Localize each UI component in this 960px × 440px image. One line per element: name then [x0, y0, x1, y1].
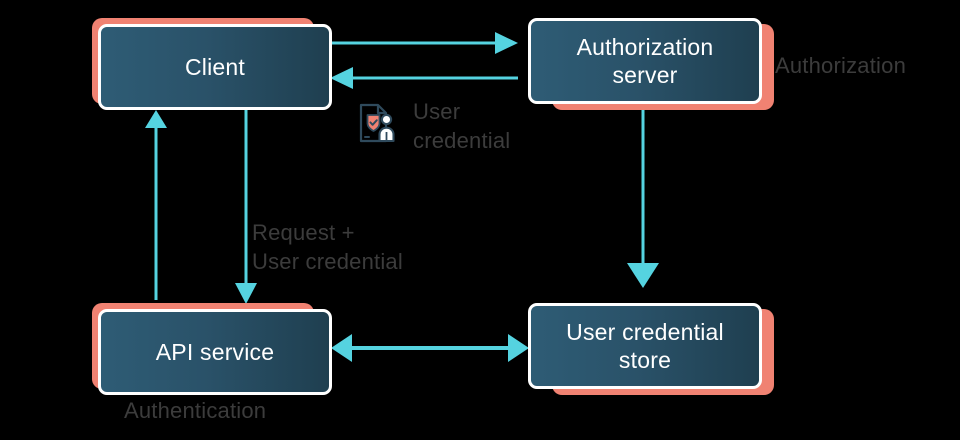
- node-authorization-server-body[interactable]: Authorization server: [528, 18, 762, 104]
- node-client-body[interactable]: Client: [98, 24, 332, 110]
- node-api-service[interactable]: API service: [92, 303, 332, 395]
- node-user-credential-store-label: User credential store: [566, 318, 724, 373]
- node-authorization-server[interactable]: Authorization server: [528, 18, 774, 110]
- arrow-authorization-server-to-client: [330, 67, 518, 89]
- annotation-user-credential: User credential: [413, 99, 511, 153]
- annotation-request-user-credential: Request + User credential: [252, 220, 403, 274]
- annotation-authentication: Authentication: [124, 398, 267, 423]
- arrow-authorization-server-to-user-credential-store: [627, 110, 659, 288]
- arrow-api-service-to-client: [145, 110, 167, 300]
- annotation-authorization: Authorization: [775, 53, 907, 78]
- arrow-api-service-to-user-credential-store-bidirectional: [331, 334, 529, 362]
- arrow-client-to-authorization-server: [330, 32, 518, 54]
- node-client[interactable]: Client: [92, 18, 332, 110]
- user-credential-icon: [358, 102, 398, 144]
- node-authorization-server-label: Authorization server: [576, 33, 714, 88]
- node-api-service-label: API service: [155, 338, 275, 365]
- node-client-label: Client: [184, 53, 245, 80]
- node-user-credential-store[interactable]: User credential store: [528, 303, 774, 395]
- node-api-service-body[interactable]: API service: [98, 309, 332, 395]
- node-user-credential-store-body[interactable]: User credential store: [528, 303, 762, 389]
